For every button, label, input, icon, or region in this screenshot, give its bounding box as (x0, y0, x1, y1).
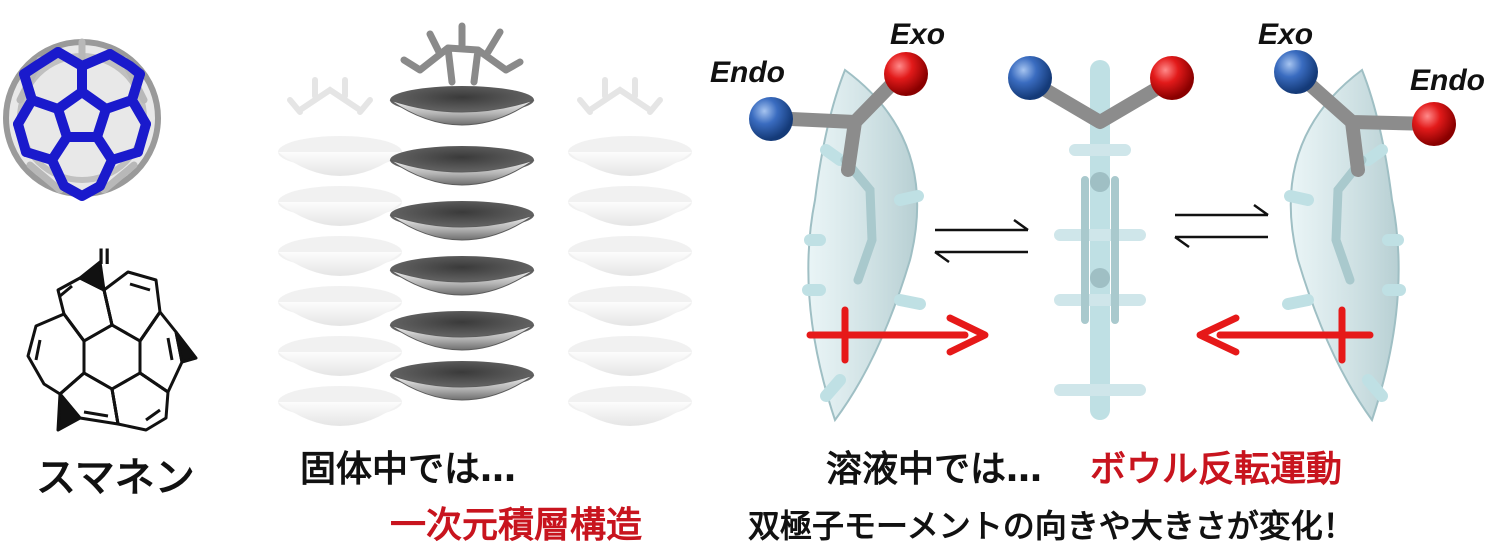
exo-atom (884, 52, 928, 96)
molecule-bowl-inverted-icon (1274, 50, 1456, 423)
exo-atom (1150, 56, 1194, 100)
sumanene-structure-icon (26, 260, 198, 432)
endo-label-left: Endo (710, 56, 785, 89)
endo-atom (1008, 56, 1052, 100)
equilibrium-arrows-icon (934, 203, 1269, 264)
equals-mark: II (98, 244, 111, 269)
sumanene-label: スマネン (36, 455, 195, 501)
bowl-inversion-label: ボウル反転運動 (1090, 449, 1343, 490)
dipole-arrow-icon (806, 306, 1374, 364)
solution-state-label: 溶液中では… (826, 449, 1043, 490)
exo-label-right: Exo (1258, 18, 1314, 51)
molecule-bowl-icon (749, 52, 928, 423)
solid-structure-label: 一次元積層構造 (390, 505, 643, 546)
endo-label-right: Endo (1410, 64, 1485, 97)
endo-atom (1274, 50, 1318, 94)
molecule-planar-icon (1008, 56, 1194, 420)
fullerene-cage-icon (3, 38, 161, 201)
bowl-stack-icon (278, 22, 692, 426)
dipole-change-label: 双極子モーメントの向きや大きさが変化！ (748, 507, 1355, 545)
exo-atom (1412, 102, 1456, 146)
endo-atom (749, 97, 793, 141)
exo-label-left: Exo (890, 18, 946, 51)
solid-state-label: 固体中では… (300, 449, 517, 490)
